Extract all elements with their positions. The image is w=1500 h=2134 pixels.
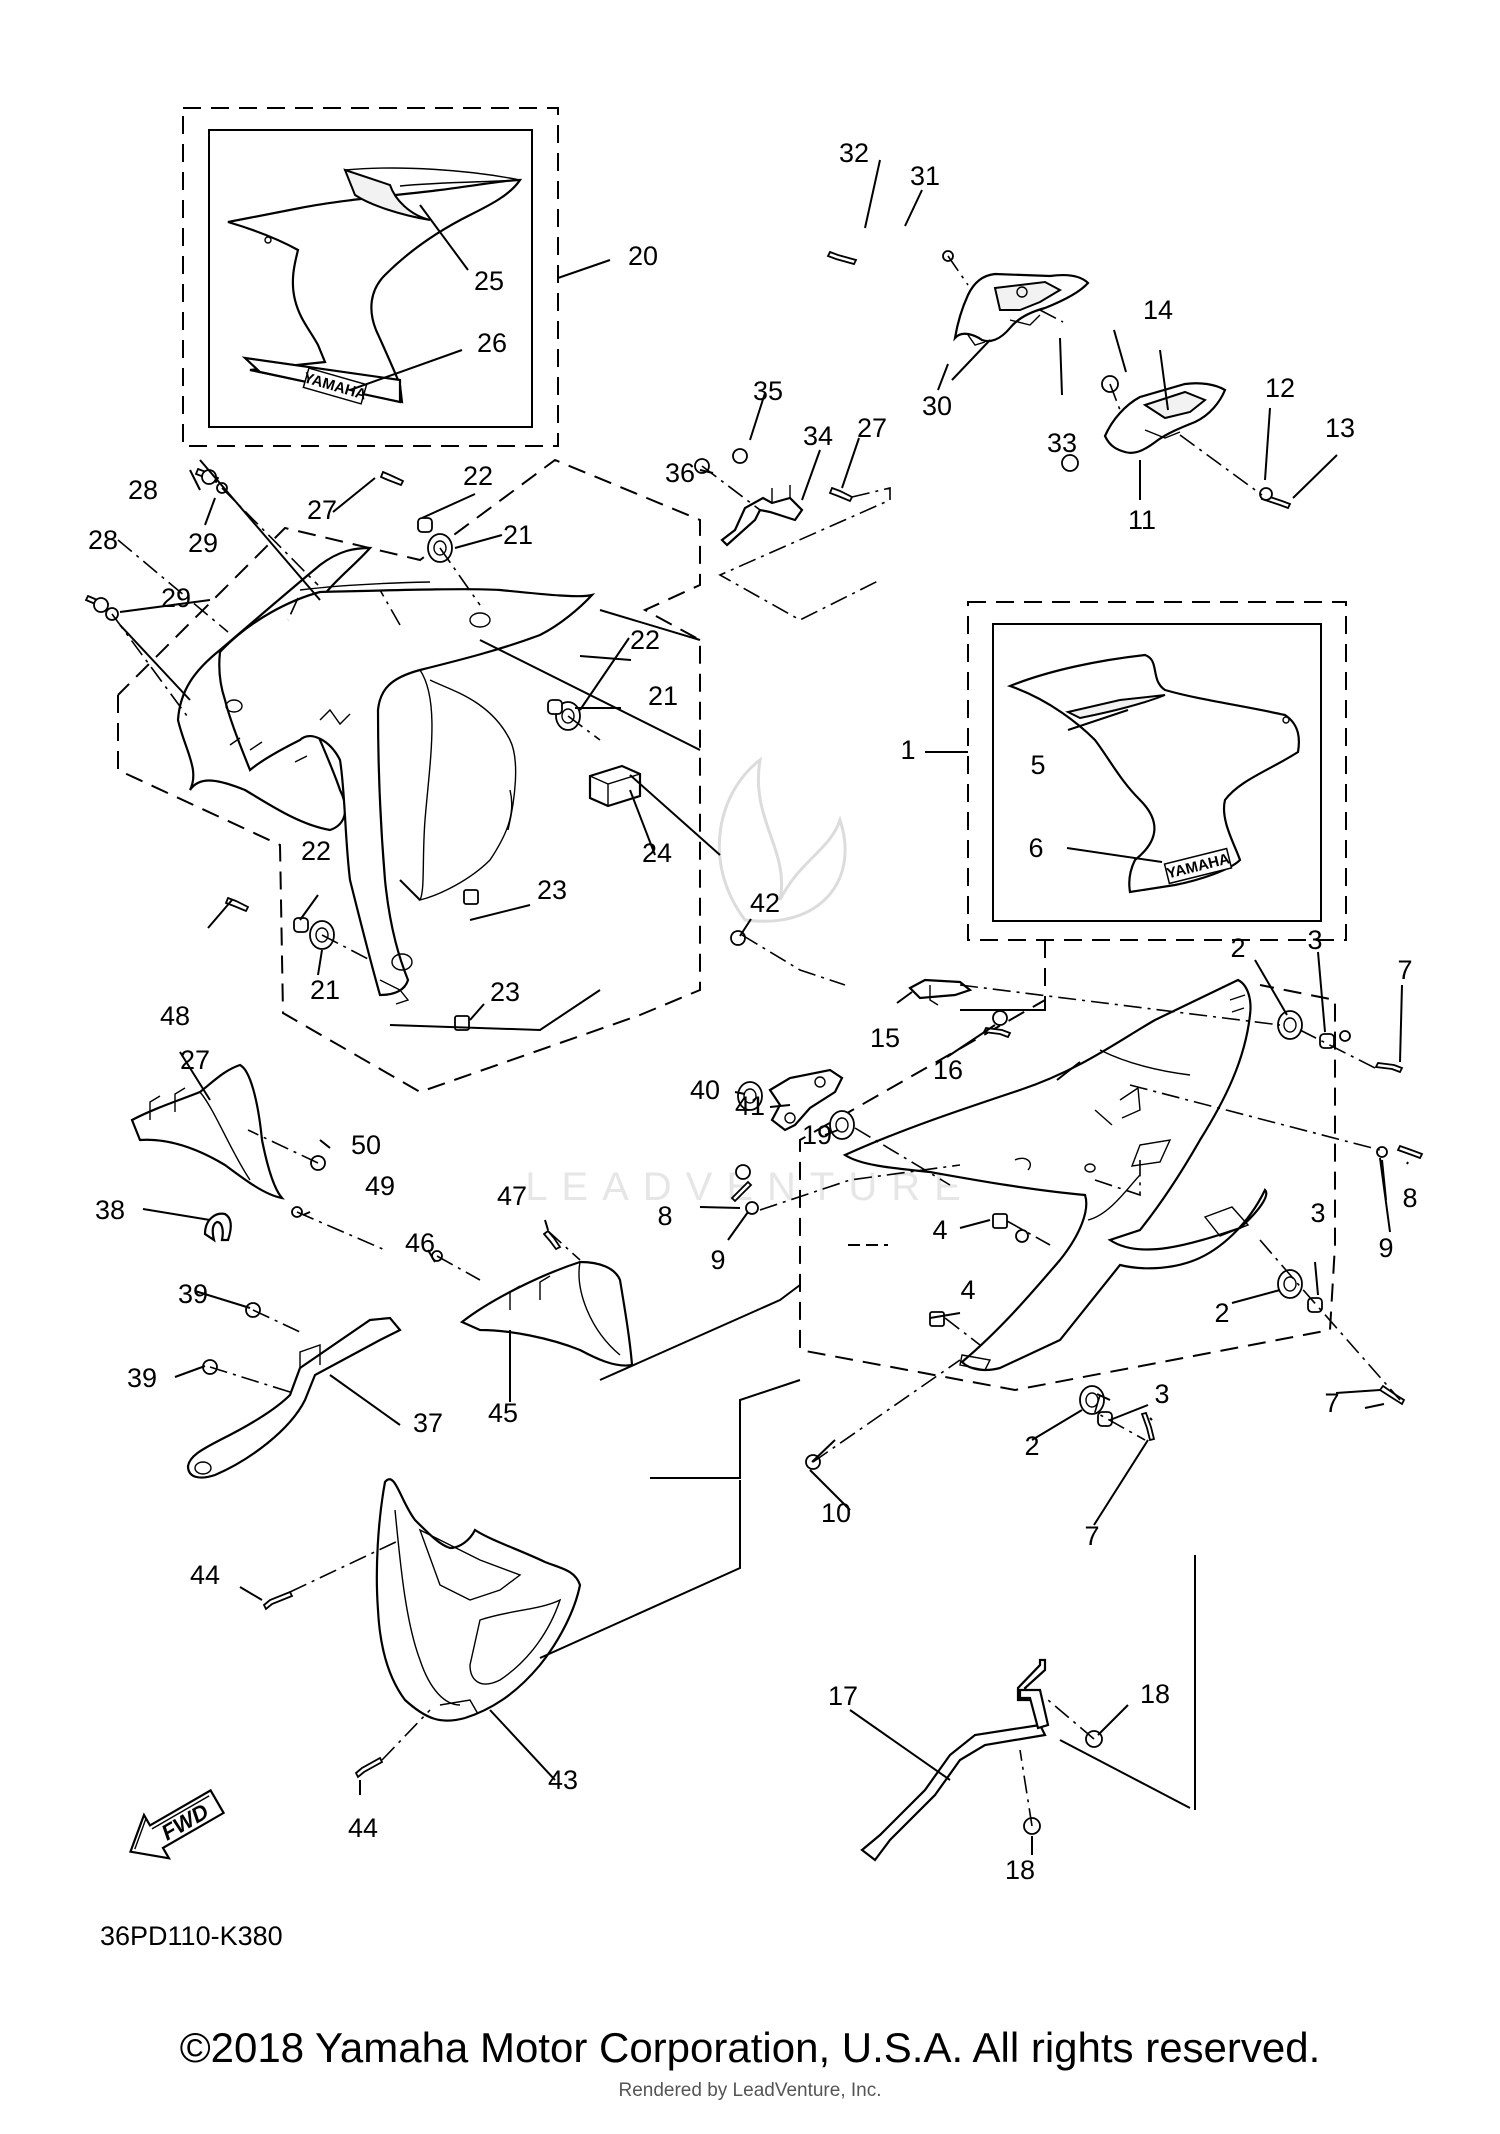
part-15-bracket bbox=[908, 978, 973, 1006]
left-upper-fairing bbox=[117, 458, 701, 1094]
callout-25: 25 bbox=[474, 266, 504, 296]
callout-41: 41 bbox=[735, 1091, 765, 1121]
callout-21: 21 bbox=[648, 681, 678, 711]
callout-47: 47 bbox=[497, 1181, 527, 1211]
callout-48: 48 bbox=[160, 1001, 190, 1031]
part-24-block bbox=[588, 764, 642, 808]
callout-6: 6 bbox=[1028, 833, 1043, 863]
callout-1: 1 bbox=[900, 735, 915, 765]
callout-22: 22 bbox=[463, 461, 493, 491]
callout-7: 7 bbox=[1084, 1521, 1099, 1551]
callout-26: 26 bbox=[477, 328, 507, 358]
part-38-clamp bbox=[203, 1212, 232, 1243]
diagram-code: 36PD110-K380 bbox=[100, 1921, 283, 1951]
callout-37: 37 bbox=[413, 1408, 443, 1438]
callout-43: 43 bbox=[548, 1765, 578, 1795]
callout-9: 9 bbox=[710, 1245, 725, 1275]
callout-39: 39 bbox=[127, 1363, 157, 1393]
callout-3: 3 bbox=[1154, 1379, 1169, 1409]
callout-14: 14 bbox=[1143, 295, 1173, 325]
part-37-stay bbox=[186, 1316, 402, 1479]
callout-44: 44 bbox=[348, 1813, 378, 1843]
callout-22: 22 bbox=[301, 836, 331, 866]
callout-46: 46 bbox=[405, 1228, 435, 1258]
fwd-arrow-icon: FWD bbox=[129, 1788, 226, 1860]
callout-27: 27 bbox=[857, 413, 887, 443]
callout-50: 50 bbox=[351, 1130, 381, 1160]
callout-4: 4 bbox=[960, 1275, 975, 1305]
callout-4: 4 bbox=[932, 1215, 947, 1245]
part-11-mirror-cover bbox=[1103, 382, 1227, 454]
callout-36: 36 bbox=[665, 458, 695, 488]
callout-18: 18 bbox=[1140, 1679, 1170, 1709]
callout-23: 23 bbox=[537, 875, 567, 905]
callout-11: 11 bbox=[1128, 505, 1156, 535]
callout-3: 3 bbox=[1307, 925, 1322, 955]
callout-17: 17 bbox=[828, 1681, 858, 1711]
group-1-decal-inset: YAMAHA bbox=[925, 601, 1347, 941]
callout-2: 2 bbox=[1214, 1298, 1229, 1328]
callout-29: 29 bbox=[161, 583, 191, 613]
callout-28: 28 bbox=[128, 475, 158, 505]
part-41-bracket bbox=[768, 1068, 844, 1132]
part-48-bracket bbox=[130, 1063, 285, 1200]
copyright-notice: ©2018 Yamaha Motor Corporation, U.S.A. A… bbox=[180, 2024, 1321, 2071]
callout-numbers: 1 2 2 2 3 3 3 4 4 5 6 7 7 7 8 8 9 9 10 1… bbox=[88, 138, 1418, 1885]
callout-20: 20 bbox=[628, 241, 658, 271]
group-20-decal-inset: YAMAHA bbox=[182, 107, 611, 447]
callout-49: 49 bbox=[365, 1171, 395, 1201]
hardware bbox=[84, 250, 1424, 1835]
callout-7: 7 bbox=[1397, 955, 1412, 985]
callout-39: 39 bbox=[178, 1279, 208, 1309]
callout-21: 21 bbox=[310, 975, 340, 1005]
right-lower-fairing bbox=[799, 940, 1336, 1392]
callout-24: 24 bbox=[642, 838, 672, 868]
callout-35: 35 bbox=[753, 376, 783, 406]
part-34-bracket bbox=[720, 485, 804, 547]
callout-19: 19 bbox=[802, 1120, 832, 1150]
callout-29: 29 bbox=[188, 528, 218, 558]
callout-28: 28 bbox=[88, 525, 118, 555]
callout-34: 34 bbox=[803, 421, 833, 451]
callout-42: 42 bbox=[750, 888, 780, 918]
callout-33: 33 bbox=[1047, 428, 1077, 458]
callout-40: 40 bbox=[690, 1075, 720, 1105]
callout-22: 22 bbox=[630, 625, 660, 655]
callout-8: 8 bbox=[1402, 1183, 1417, 1213]
callout-23: 23 bbox=[490, 977, 520, 1007]
callout-44: 44 bbox=[190, 1560, 220, 1590]
part-30-mirror-cover bbox=[953, 272, 1090, 346]
callout-15: 15 bbox=[870, 1023, 900, 1053]
rendered-by: Rendered by LeadVenture, Inc. bbox=[618, 2080, 881, 2101]
callout-8: 8 bbox=[657, 1201, 672, 1231]
callout-45: 45 bbox=[488, 1398, 518, 1428]
callout-18: 18 bbox=[1005, 1855, 1035, 1885]
callout-21: 21 bbox=[503, 520, 533, 550]
part-45-bracket bbox=[459, 1260, 634, 1367]
callout-16: 16 bbox=[933, 1055, 963, 1085]
callout-38: 38 bbox=[95, 1195, 125, 1225]
callout-5: 5 bbox=[1030, 750, 1045, 780]
callout-27: 27 bbox=[180, 1045, 210, 1075]
callout-3: 3 bbox=[1310, 1198, 1325, 1228]
callout-7: 7 bbox=[1324, 1388, 1339, 1418]
callout-12: 12 bbox=[1265, 373, 1295, 403]
callout-30: 30 bbox=[922, 391, 952, 421]
leader-lines bbox=[111, 159, 1409, 1855]
callout-2: 2 bbox=[1024, 1431, 1039, 1461]
part-17-stay bbox=[860, 1658, 1050, 1862]
callout-10: 10 bbox=[821, 1498, 851, 1528]
callout-2: 2 bbox=[1230, 933, 1245, 963]
callout-9: 9 bbox=[1378, 1233, 1393, 1263]
callout-27: 27 bbox=[307, 495, 337, 525]
callout-32: 32 bbox=[839, 138, 869, 168]
callout-13: 13 bbox=[1325, 413, 1355, 443]
callout-31: 31 bbox=[910, 161, 940, 191]
part-43-lower-cowl bbox=[375, 1478, 582, 1722]
